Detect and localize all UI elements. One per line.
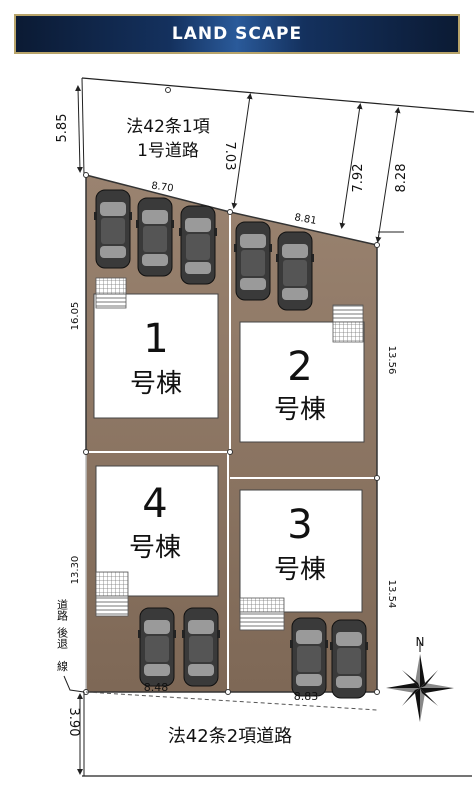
lot-1-label: 号棟: [130, 369, 182, 399]
setback-leader: [63, 675, 85, 693]
car-icon: [94, 189, 132, 269]
car-icon: [179, 205, 217, 285]
dim-road-w2-arrow: [231, 93, 253, 209]
title-banner: LAND SCAPE: [14, 14, 460, 54]
dim-road-w1: 5.85: [55, 114, 70, 143]
north-road-edge: [81, 77, 475, 113]
road-extension-left: [81, 77, 85, 176]
lot-4-label: 号棟: [129, 533, 181, 563]
entrance-pad-3: [239, 597, 285, 613]
dim-right-depth-upper: 13.56: [386, 346, 397, 375]
lot-1-number: 1: [143, 316, 168, 362]
dim-north-w2: 8.81: [294, 212, 318, 227]
car-icon: [234, 221, 272, 301]
car-icon: [182, 607, 220, 687]
parked-cars: [94, 189, 368, 699]
entrance-stairs-1: [95, 293, 127, 309]
dim-south-w1: 8.48: [144, 681, 169, 694]
entrance-stairs-4: [95, 595, 129, 617]
lot-3-label: 号棟: [274, 555, 326, 585]
dim-road-w3: 7.92: [351, 164, 366, 193]
south-road-label: 法42条2項道路: [168, 726, 292, 747]
boundary-markers: [83, 87, 380, 695]
compass-north-label: N: [416, 635, 425, 649]
house-1: [93, 293, 219, 419]
entrance-stairs-2: [332, 321, 364, 343]
dim-north-w1: 8.70: [151, 181, 175, 195]
dim-road-w4: 8.28: [394, 164, 409, 193]
dim-road-w1-arrow: [75, 85, 83, 173]
car-icon: [136, 197, 174, 277]
setback-label-2: 後退: [56, 626, 69, 649]
entrance-pad-1: [95, 277, 127, 295]
dim-left-depth-top: 16.05: [70, 302, 81, 331]
car-icon: [138, 607, 176, 687]
site-plan: 1 号棟 2 号棟 4 号棟 3 号棟 法42条1項 1号道路 法42条2項道路…: [55, 77, 475, 777]
house-3: [239, 489, 363, 613]
setback-label-1: 道路: [56, 598, 69, 622]
entrance-pad-2: [332, 304, 364, 323]
dim-road-w2: 7.03: [222, 142, 237, 171]
entrance-pad-4: [95, 571, 129, 597]
dim-left-depth-bottom: 13.30: [70, 556, 81, 585]
banner-title: LAND SCAPE: [171, 24, 303, 44]
north-road-label-2: 1号道路: [137, 141, 199, 161]
car-icon: [290, 617, 328, 697]
lot-3-number: 3: [287, 502, 312, 548]
compass-rose: [386, 642, 454, 722]
dim-road-w4-arrow: [375, 107, 401, 243]
dim-south-road-w: 3.90: [66, 708, 81, 737]
lot-2-number: 2: [287, 344, 312, 390]
dim-south-w2: 8.83: [294, 690, 319, 703]
setback-line: [85, 691, 378, 711]
dim-road-w3-arrow: [339, 103, 363, 229]
north-road-label-1: 法42条1項: [126, 117, 209, 137]
car-icon: [330, 619, 368, 699]
lot-2-label: 号棟: [274, 395, 326, 425]
entrance-stairs-3: [239, 611, 285, 631]
setback-label-3: 線: [56, 659, 69, 671]
car-icon: [276, 231, 314, 311]
lot-4-number: 4: [142, 481, 167, 527]
dim-right-depth-lower: 13.54: [386, 580, 397, 609]
